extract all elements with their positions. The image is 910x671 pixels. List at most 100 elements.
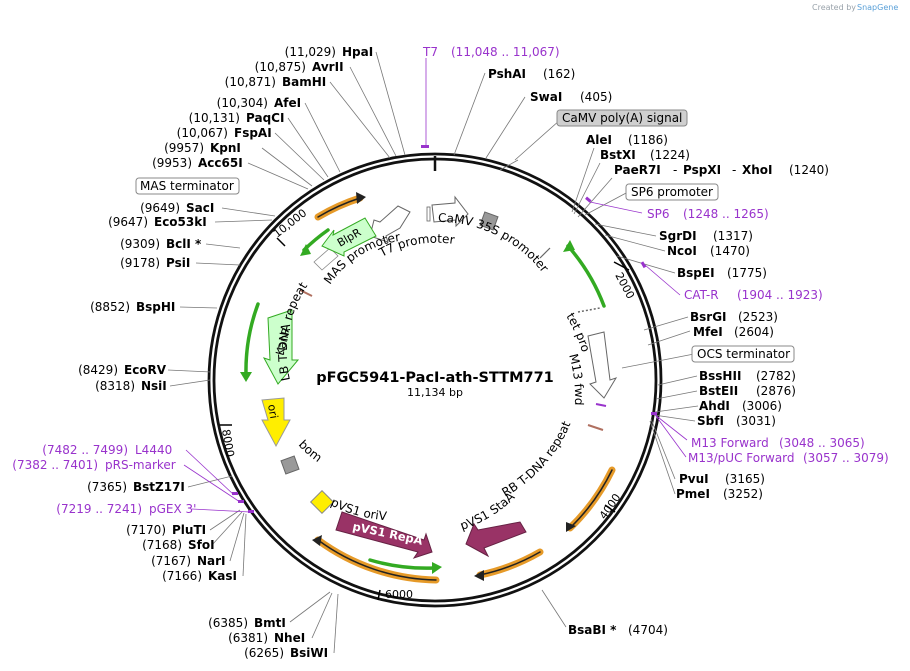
site-name: AfeI bbox=[274, 96, 301, 110]
primer-range: (3048 .. 3065) bbox=[779, 436, 865, 450]
plasmid-title: pFGC5941-PacI-ath-STTM771 bbox=[316, 370, 554, 386]
primer-labels: T7 (11,048 .. 11,067) SP6 (1248 .. 1265)… bbox=[12, 45, 888, 516]
ori-label: ori bbox=[265, 403, 280, 419]
green-arc-right bbox=[566, 244, 606, 308]
site-name: BamHI bbox=[282, 75, 326, 89]
tick-mark bbox=[276, 237, 286, 247]
site-position: (10,131) bbox=[189, 111, 240, 125]
primer-name: T7 bbox=[422, 45, 438, 59]
site-name: PaeR7I bbox=[614, 163, 661, 177]
separator: - bbox=[673, 163, 677, 177]
tick-label-2000: 2000 bbox=[612, 270, 637, 301]
bom-label: bom bbox=[296, 437, 325, 465]
site-name: BsiWI bbox=[290, 646, 328, 660]
site-position: (10,304) bbox=[217, 96, 268, 110]
site-position: (1224) bbox=[650, 148, 690, 162]
site-name: Acc65I bbox=[198, 156, 243, 170]
site-name: NcoI bbox=[667, 244, 697, 258]
site-name: SgrDI bbox=[659, 229, 697, 243]
site-name: PshAI bbox=[488, 67, 526, 81]
m13-mark bbox=[595, 403, 607, 407]
site-name: BsrGI bbox=[690, 310, 727, 324]
site-name: XhoI bbox=[742, 163, 773, 177]
site-position: (162) bbox=[543, 67, 575, 81]
green-arc-left bbox=[244, 302, 260, 376]
site-name: EcoRV bbox=[124, 363, 167, 377]
site-name: BclI * bbox=[166, 237, 202, 251]
primer-marks bbox=[232, 145, 657, 513]
lb-tdna-label: LB T-DNA repeat bbox=[276, 279, 310, 382]
site-name: BspHI bbox=[136, 300, 175, 314]
site-position: (9647) bbox=[108, 215, 148, 229]
site-position: (2876) bbox=[756, 384, 796, 398]
site-name: AvrII bbox=[312, 60, 344, 74]
kanr-arrow bbox=[262, 309, 300, 385]
m13-fwd-label: M13 fwd bbox=[566, 352, 586, 405]
primer-range: (7382 .. 7401) bbox=[12, 458, 98, 472]
primer-name: pRS-marker bbox=[105, 458, 176, 472]
ocs-terminator-text: OCS terminator bbox=[697, 347, 790, 361]
site-position: (7168) bbox=[142, 538, 182, 552]
site-position: (405) bbox=[580, 90, 612, 104]
site-name: MfeI bbox=[693, 325, 723, 339]
mas-terminator-box bbox=[135, 177, 240, 195]
tet-mark bbox=[577, 307, 601, 313]
site-position: (1186) bbox=[628, 133, 668, 147]
site-position: (2782) bbox=[756, 369, 796, 383]
sp6-promoter-box bbox=[625, 183, 719, 201]
primer-name: SP6 bbox=[647, 207, 670, 221]
site-position: (1317) bbox=[713, 229, 753, 243]
site-name: SwaI bbox=[530, 90, 562, 104]
t7-promoter-mark bbox=[426, 206, 431, 222]
site-position: (2604) bbox=[734, 325, 774, 339]
primer-range: (3057 .. 3079) bbox=[803, 451, 889, 465]
camv-polya-box bbox=[479, 211, 499, 231]
blpr-arrow bbox=[321, 217, 377, 257]
site-name: NsiI bbox=[141, 379, 167, 393]
site-position: (9178) bbox=[120, 256, 160, 270]
site-name: FspAI bbox=[234, 126, 272, 140]
site-name: PspXI bbox=[683, 163, 721, 177]
site-name: BsaBI * bbox=[568, 623, 617, 637]
site-position: (4704) bbox=[628, 623, 668, 637]
primer-leader-lines bbox=[183, 58, 688, 513]
plasmid-size: 11,134 bp bbox=[407, 386, 463, 399]
site-position: (1775) bbox=[727, 266, 767, 280]
left-site-labels: (11,029) HpaI (10,875) AvrII (10,871) Ba… bbox=[78, 45, 373, 660]
ocs-terminator-box bbox=[691, 345, 795, 363]
pvs1-oriv-box bbox=[309, 489, 335, 515]
site-position: (6381) bbox=[228, 631, 268, 645]
lb-mark bbox=[299, 289, 313, 297]
lb-rb-mark bbox=[587, 424, 604, 431]
site-position: (9309) bbox=[120, 237, 160, 251]
site-position: (1470) bbox=[710, 244, 750, 258]
site-name: PvuI bbox=[679, 472, 709, 486]
primer-range: (7482 .. 7499) bbox=[42, 443, 128, 457]
site-name: BspEI bbox=[677, 266, 715, 280]
primer-name: CAT-R bbox=[684, 288, 719, 302]
credit-text: Created by bbox=[812, 3, 856, 12]
site-name: AleI bbox=[586, 133, 612, 147]
ori-arrow bbox=[261, 397, 291, 448]
site-name: BstZ17I bbox=[133, 480, 185, 494]
site-position: (1240) bbox=[789, 163, 829, 177]
site-position: (9957) bbox=[164, 141, 204, 155]
mas-terminator-text: MAS terminator bbox=[140, 179, 234, 193]
site-position: (8852) bbox=[90, 300, 130, 314]
site-name: NarI bbox=[197, 554, 226, 568]
site-name: SbfI bbox=[697, 414, 724, 428]
site-position: (11,029) bbox=[285, 45, 336, 59]
orf-arcs bbox=[240, 192, 616, 584]
site-position: (10,067) bbox=[177, 126, 228, 140]
site-name: Eco53kI bbox=[154, 215, 207, 229]
site-leader-lines bbox=[167, 51, 699, 654]
site-name: SacI bbox=[186, 201, 214, 215]
site-name: SfoI bbox=[188, 538, 215, 552]
primer-range: (1904 .. 1923) bbox=[737, 288, 823, 302]
site-position: (2523) bbox=[738, 310, 778, 324]
camv-polya-text: CaMV poly(A) signal bbox=[562, 111, 682, 125]
primer-name: pGEX 3' bbox=[149, 502, 196, 516]
camv-polya-box-label bbox=[556, 109, 688, 127]
site-position: (8429) bbox=[78, 363, 118, 377]
primer-range: (11,048 .. 11,067) bbox=[451, 45, 560, 59]
